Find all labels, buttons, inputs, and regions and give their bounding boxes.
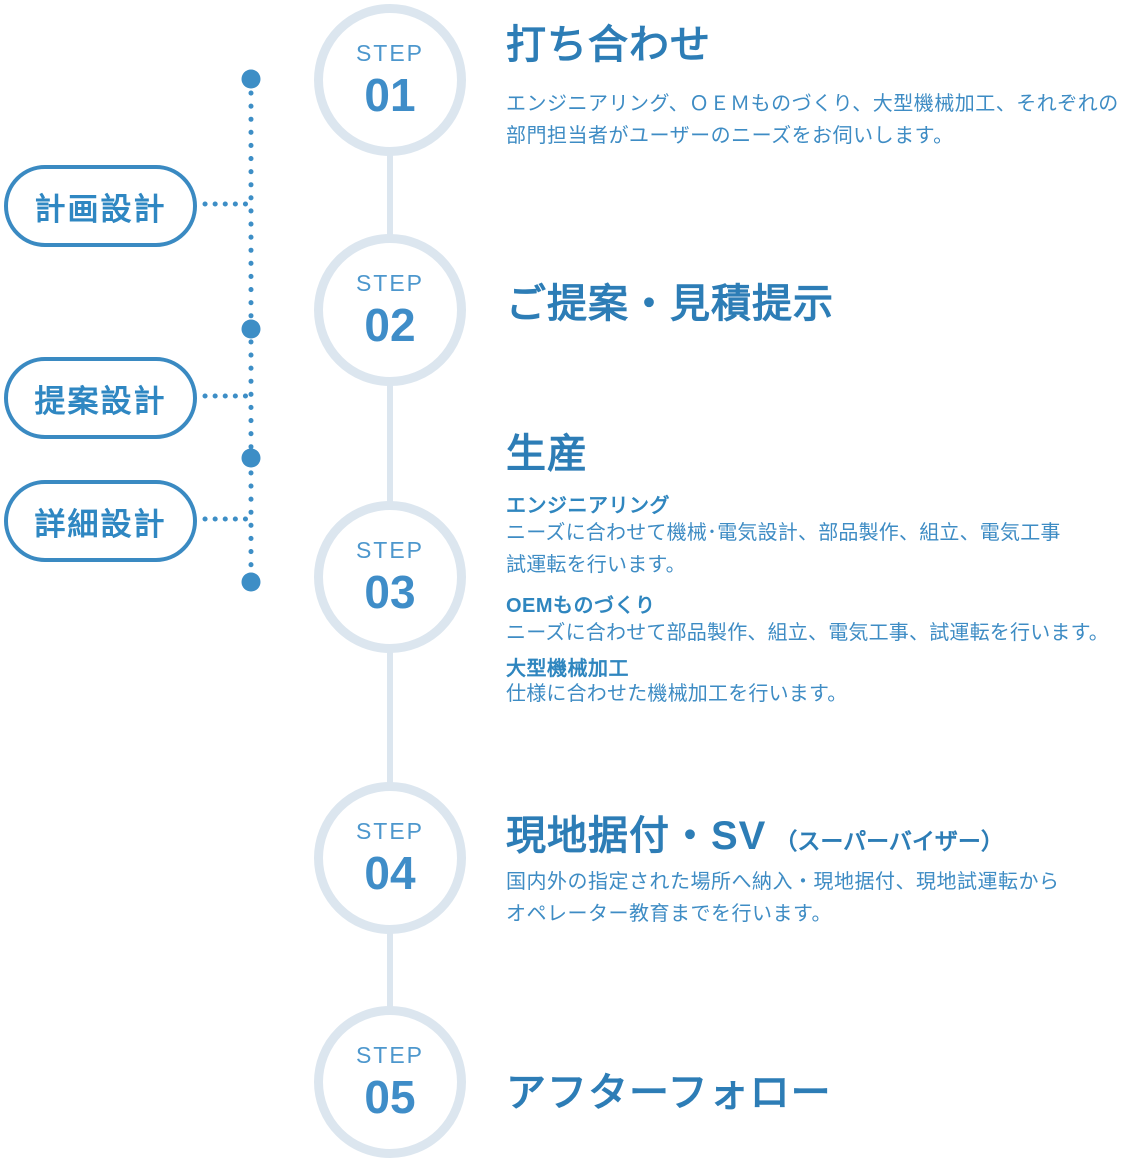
step-word: STEP [355,537,425,563]
step-number: 01 [364,69,416,121]
step-4-title-main: 現地据付・SV [506,814,767,858]
step-circle-05: STEP 05 [314,1006,466,1158]
phase-pill-label: 提案設計 [34,383,167,419]
step-circle-04: STEP 04 [314,782,466,934]
production-section-heading-oem: OEMものづくり [506,595,656,617]
phase-pill-label: 計画設計 [34,191,167,227]
step-5-title: アフターフォロー [506,1071,832,1115]
phase-node-dot-3 [241,448,261,468]
step-4-description: 国内外の指定された場所へ納入・現地据付、現地試運転から オペレーター教育までを行… [506,871,1060,925]
phase-node-dot-4 [241,572,261,592]
step-word: STEP [355,270,425,296]
step-number: 03 [364,566,416,618]
phase-node-dot-1 [241,69,261,89]
phase-node-dot-2 [241,319,261,339]
step-2-title: ご提案・見積提示 [506,282,834,326]
phase-pill-proposal-design: 提案設計 [4,357,197,439]
step-4-title-note: （スーパーバイザー） [774,828,1004,854]
step-1-description: エンジニアリング、ＯＥＭものづくり、大型機械加工、それぞれの 部門担当者がユーザ… [506,93,1119,147]
step-3-title: 生産 [506,432,588,476]
design-phase-connector-dotted-lines [202,69,261,592]
step-4-title: 現地据付・SV （スーパーバイザー） [506,813,1004,859]
production-section-heading-large-machining: 大型機械加工 [506,658,629,680]
step-word: STEP [355,40,425,66]
production-section-text-oem: ニーズに合わせて部品製作、組立、電気工事、試運転を行います。 [506,622,1109,644]
production-section-text-large-machining: 仕様に合わせた機械加工を行います。 [506,683,848,705]
step-circle-02: STEP 02 [314,234,466,386]
production-section-text-engineering: ニーズに合わせて機械･電気設計、部品製作、組立、電気工事 試運転を行います。 [506,522,1061,576]
step-word: STEP [355,818,425,844]
phase-pill-detail-design: 詳細設計 [4,480,197,562]
step-word: STEP [355,1042,425,1068]
step-number: 05 [364,1071,416,1123]
phase-pill-label: 詳細設計 [34,506,167,542]
step-number: 02 [364,299,416,351]
step-circle-01: STEP 01 [314,4,466,156]
step-circle-03: STEP 03 [314,501,466,653]
step-1-title: 打ち合わせ [506,23,711,67]
phase-pill-plan-design: 計画設計 [4,165,197,247]
production-section-heading-engineering: エンジニアリング [506,495,670,517]
step-number: 04 [364,847,416,899]
